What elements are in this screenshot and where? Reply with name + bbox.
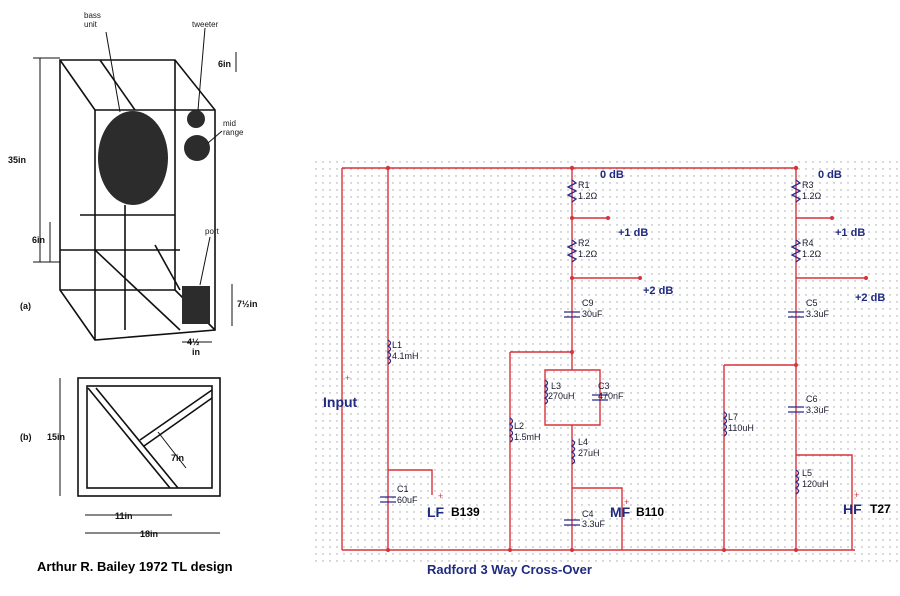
dimension-11in: 11in xyxy=(115,511,133,521)
label-r3: R3 xyxy=(802,180,814,190)
label-l1: L1 xyxy=(392,340,402,350)
mf-2db-label: +2 dB xyxy=(643,285,673,297)
dimension-15in: 15in xyxy=(47,432,65,442)
lf-label: LF xyxy=(427,504,445,520)
mid-range-shape xyxy=(184,135,210,161)
label-r1: R1 xyxy=(578,180,590,190)
dimension-7-5in: 7½in xyxy=(237,299,258,309)
mid-range-label: mid xyxy=(223,119,236,128)
label-c6: C6 xyxy=(806,394,818,404)
mf-model: B110 xyxy=(636,505,664,519)
label-l3: L3 xyxy=(551,381,561,391)
mf-plus: + xyxy=(624,497,629,507)
value-l2: 1.5mH xyxy=(514,432,541,442)
schematic-grid xyxy=(311,160,898,563)
value-l3: 270uH xyxy=(548,391,575,401)
label-l7: L7 xyxy=(728,412,738,422)
tweeter-label: tweeter xyxy=(192,20,219,29)
mf-label: MF xyxy=(610,504,631,520)
lf-plus: + xyxy=(438,491,443,501)
value-r2: 1.2Ω xyxy=(578,249,598,259)
label-c1: C1 xyxy=(397,484,409,494)
dimension-6in-left: 6in xyxy=(32,235,45,245)
value-l7: 110uH xyxy=(728,423,754,433)
bass-unit-label-line2: unit xyxy=(84,20,98,29)
dimension-7in: 7in xyxy=(171,453,184,463)
label-r2: R2 xyxy=(578,238,590,248)
bass-unit-shape xyxy=(98,111,168,205)
value-c4: 3.3uF xyxy=(582,519,606,529)
mid-range-label-line2: range xyxy=(223,128,244,137)
hf-1db-label: +1 dB xyxy=(835,227,865,239)
value-r4: 1.2Ω xyxy=(802,249,822,259)
port-shape xyxy=(182,286,210,324)
value-l4: 27uH xyxy=(578,448,600,458)
value-l1: 4.1mH xyxy=(392,351,419,361)
mf-0db-label: 0 dB xyxy=(600,169,624,181)
label-c5: C5 xyxy=(806,298,818,308)
hf-2db-label: +2 dB xyxy=(855,292,885,304)
dimension-4-5in: 4½ xyxy=(187,337,200,347)
value-c9: 30uF xyxy=(582,309,603,319)
figure-a-label: (a) xyxy=(20,301,31,311)
label-c9: C9 xyxy=(582,298,594,308)
cabinet-drawing: bass unit tweeter mid range port (a) 35i… xyxy=(8,11,258,574)
crossover-schematic: R1 1.2Ω R2 1.2Ω C9 30uF L3 270uH C3 470n… xyxy=(311,160,898,577)
hf-plus: + xyxy=(854,490,859,500)
value-r3: 1.2Ω xyxy=(802,191,822,201)
input-label: Input xyxy=(323,394,358,410)
dimension-35in: 35in xyxy=(8,155,26,165)
hf-model: T27 xyxy=(870,502,891,516)
bass-unit-label: bass xyxy=(84,11,101,20)
hf-label: HF xyxy=(843,501,862,517)
port-label: port xyxy=(205,227,220,236)
label-r4: R4 xyxy=(802,238,814,248)
value-l5: 120uH xyxy=(802,479,829,489)
mf-1db-label: +1 dB xyxy=(618,227,648,239)
tweeter-shape xyxy=(187,110,205,128)
dimension-6in-top: 6in xyxy=(218,59,231,69)
lf-model: B139 xyxy=(451,505,480,519)
value-c5: 3.3uF xyxy=(806,309,830,319)
input-plus: + xyxy=(345,373,350,383)
value-c3: 470nF xyxy=(598,391,624,401)
label-c3: C3 xyxy=(598,381,610,391)
dimension-18in: 18in xyxy=(140,529,158,539)
label-l4: L4 xyxy=(578,437,588,447)
drawing-caption: Arthur R. Bailey 1972 TL design xyxy=(37,559,233,574)
hf-0db-label: 0 dB xyxy=(818,169,842,181)
dimension-4-5in-unit: in xyxy=(192,347,200,357)
label-c4: C4 xyxy=(582,509,594,519)
label-l5: L5 xyxy=(802,468,812,478)
value-c6: 3.3uF xyxy=(806,405,830,415)
schematic-caption: Radford 3 Way Cross-Over xyxy=(427,562,592,577)
label-l2: L2 xyxy=(514,421,524,431)
value-r1: 1.2Ω xyxy=(578,191,598,201)
value-c1: 60uF xyxy=(397,495,418,505)
figure-b-label: (b) xyxy=(20,432,32,442)
